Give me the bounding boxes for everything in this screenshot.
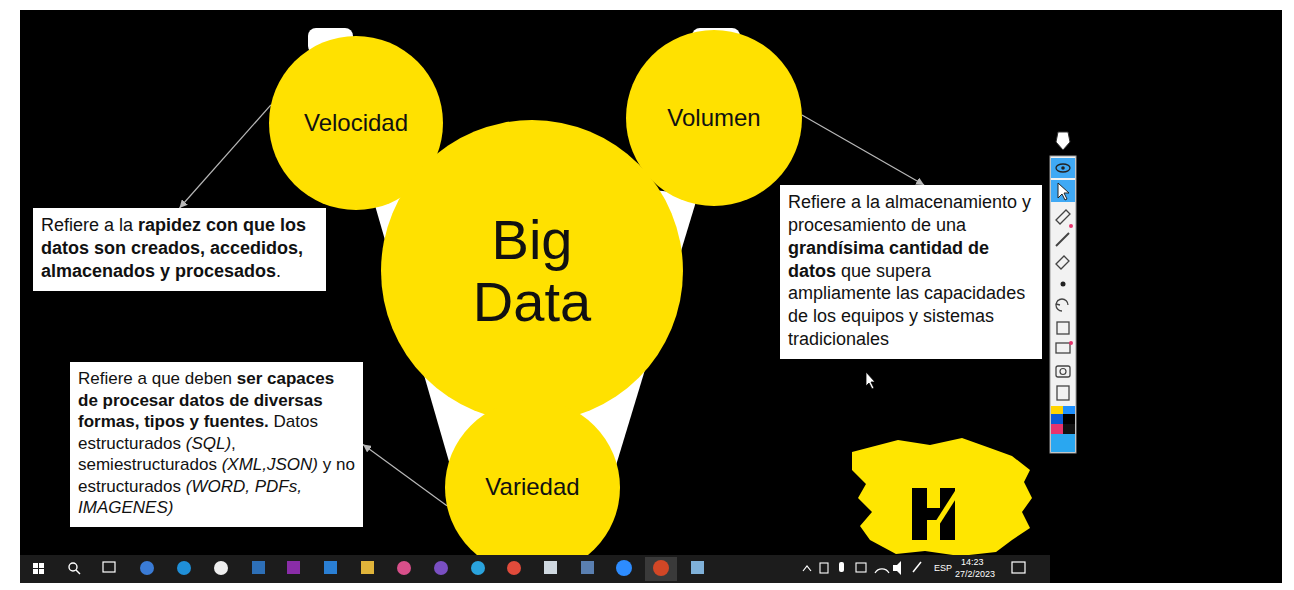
node-text: Refiere a que deben ser capaces de proce… [78, 368, 355, 519]
leader-arrow [363, 445, 447, 506]
node-text: Big Data [447, 209, 617, 332]
description-box: Refiere a la rapidez con que los datos s… [33, 208, 326, 291]
concept-circle: Volumen [626, 30, 802, 206]
circle-fill [626, 30, 802, 206]
description-text: (SQL) [186, 434, 231, 453]
node-text: Variedad [485, 474, 579, 500]
node-text: Volumen [667, 105, 760, 131]
mouse-cursor [866, 372, 875, 389]
annotation-toolbar [1050, 132, 1076, 453]
circle-label: Volumen [667, 104, 760, 131]
description-text: (XML,JSON) [222, 455, 318, 474]
taskbar-bar [20, 555, 1050, 583]
circle-label: Big Data [473, 208, 591, 333]
concept-circle: Variedad [445, 400, 620, 575]
description-box: Refiere a que deben ser capaces de proce… [70, 362, 363, 527]
circle-fill [381, 120, 683, 422]
taskbar-icons [33, 557, 1025, 581]
leader-arrow [802, 115, 924, 185]
description-box: Refiere a la almacenamiento y procesamie… [780, 185, 1042, 359]
slide-ground [20, 10, 1282, 583]
circle-label: Variedad [485, 473, 579, 500]
node-text: Velocidad [304, 110, 408, 136]
node-text: Refiere a la rapidez con que los datos s… [41, 214, 318, 283]
leader-arrow [180, 105, 271, 208]
central-circle: Big Data [381, 120, 683, 422]
circle-label: Velocidad [304, 109, 408, 136]
description-text: Refiere a la [41, 215, 133, 235]
node-text: Refiere a la almacenamiento y procesamie… [788, 191, 1034, 351]
description-text: Refiere a que deben [78, 369, 232, 388]
description-text: . [276, 261, 281, 281]
logo-brush [852, 438, 1032, 556]
circle-fill [445, 400, 620, 575]
description-text: Refiere a la almacenamiento y procesamie… [788, 192, 1031, 235]
logo-pen [930, 480, 966, 533]
